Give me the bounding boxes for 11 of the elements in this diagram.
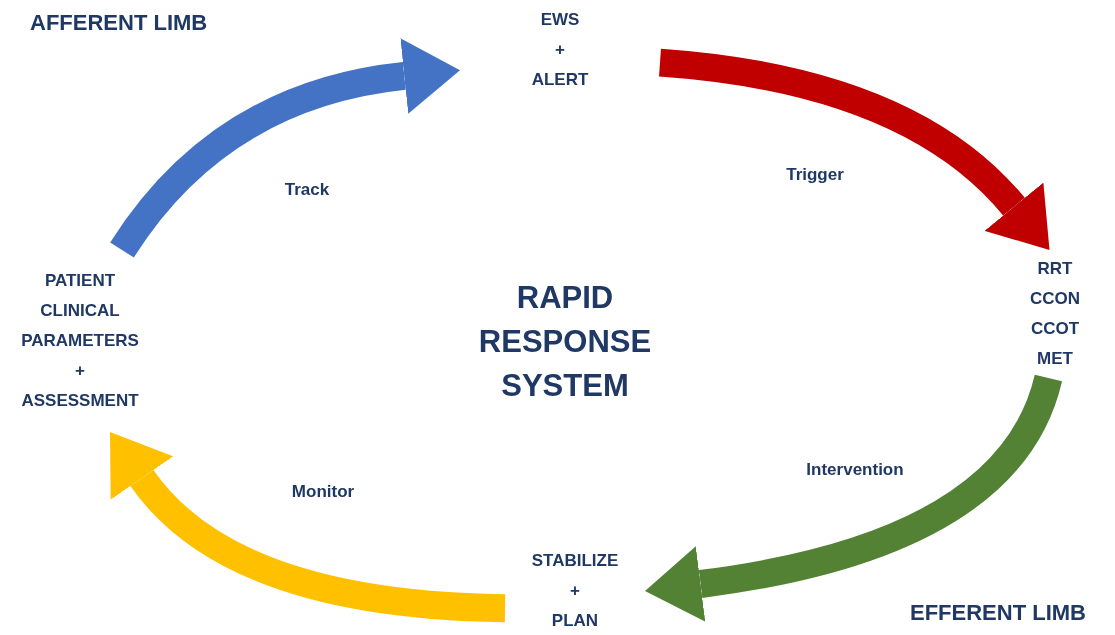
curved-arrow [658,48,1052,249]
node-text: EWS + ALERT [531,9,589,91]
limb-label: EFFERENT LIMB [910,600,1086,626]
node-text: PATIENT CLINICAL PARAMETERS + ASSESSMENT [21,270,139,412]
center-title: RAPID RESPONSE SYSTEM [477,279,653,405]
node-text: STABILIZE + PLAN [531,550,619,632]
curved-arrow [107,434,506,623]
curved-arrow [645,373,1062,622]
curved-arrow [110,38,460,258]
limb-label: AFFERENT LIMB [30,10,208,36]
node-text: RRT CCON CCOT MET [1029,258,1081,370]
